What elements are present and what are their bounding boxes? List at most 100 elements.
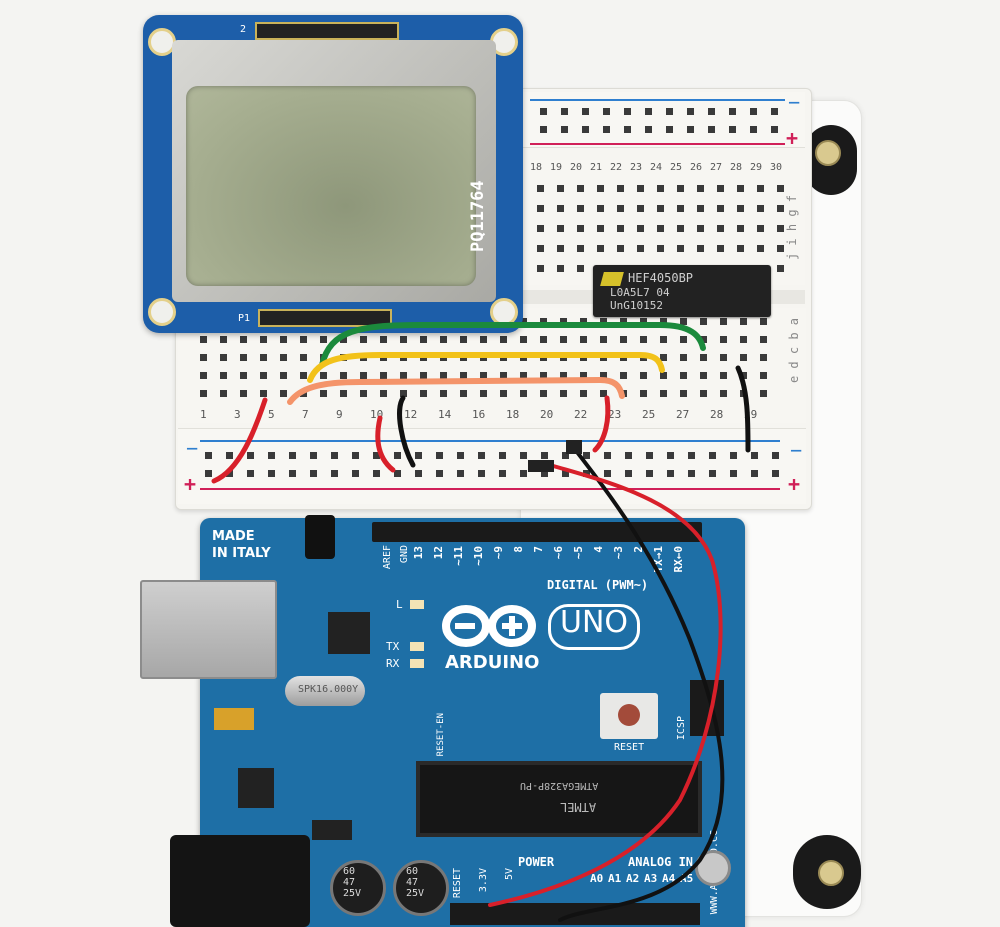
led-l <box>410 600 424 609</box>
breadboard-hole <box>289 470 296 477</box>
breadboard-hole <box>624 126 631 133</box>
breadboard-hole <box>751 452 758 459</box>
breadboard-hole <box>582 108 589 115</box>
red-short-wire-1 <box>211 397 268 484</box>
breadboard-hole <box>460 336 467 343</box>
breadboard-hole <box>597 205 604 212</box>
lcd-glass <box>186 86 476 286</box>
pushbutton-black <box>305 515 335 559</box>
yellow-wire <box>307 352 665 383</box>
breadboard-hole <box>580 390 587 397</box>
breadboard-hole <box>560 372 567 379</box>
column-number: 1 <box>200 408 207 421</box>
analog-in-label: ANALOG IN <box>628 855 694 869</box>
crystal-label: SPK16.000Y <box>298 684 359 695</box>
breadboard-hole <box>415 452 422 459</box>
breadboard-hole <box>520 470 527 477</box>
rail-line-red-top <box>530 143 785 145</box>
breadboard-hole <box>537 205 544 212</box>
breadboard-hole <box>737 225 744 232</box>
breadboard-hole <box>645 126 652 133</box>
breadboard-hole <box>646 470 653 477</box>
breadboard-hole <box>373 452 380 459</box>
breadboard-hole <box>640 336 647 343</box>
breadboard-hole <box>729 108 736 115</box>
breadboard-hole <box>577 225 584 232</box>
breadboard-hole <box>660 354 667 361</box>
breadboard-hole <box>457 470 464 477</box>
rail-minus-top-label: − <box>788 90 801 114</box>
breadboard-hole <box>557 225 564 232</box>
chip-line-1: HEF4050BP <box>628 271 694 285</box>
breadboard-hole <box>697 245 704 252</box>
breadboard-hole <box>720 336 727 343</box>
reset-button-cap[interactable] <box>618 704 640 726</box>
breadboard-hole <box>560 318 567 325</box>
breadboard-hole <box>597 245 604 252</box>
breadboard-hole <box>577 265 584 272</box>
voltage-regulator <box>238 768 274 808</box>
breadboard-hole <box>697 205 704 212</box>
column-number: 28 <box>730 162 743 173</box>
breadboard-hole <box>640 372 647 379</box>
green-wire <box>319 322 706 368</box>
column-number: 27 <box>676 408 690 421</box>
breadboard-hole <box>688 470 695 477</box>
breadboard-hole <box>200 336 207 343</box>
made-in-italy-label: MADE IN ITALY <box>212 529 271 561</box>
breadboard-hole <box>220 354 227 361</box>
breadboard-hole <box>268 470 275 477</box>
power-label: POWER <box>518 855 555 869</box>
breadboard-hole <box>637 185 644 192</box>
analog-pin-label: A0 <box>590 872 604 885</box>
breadboard-hole <box>604 470 611 477</box>
column-number: 3 <box>234 408 241 421</box>
breadboard-hole <box>600 336 607 343</box>
breadboard-hole <box>260 336 267 343</box>
breadboard-hole <box>751 470 758 477</box>
breadboard-hole <box>750 108 757 115</box>
lcd-bottom-header <box>258 309 392 327</box>
breadboard-hole <box>740 318 747 325</box>
breadboard-hole <box>499 470 506 477</box>
lcd-header-label-bottom: P1 <box>238 313 251 324</box>
breadboard-hole <box>772 470 779 477</box>
breadboard-hole <box>777 265 784 272</box>
breadboard-hole <box>240 390 247 397</box>
breadboard-hole <box>380 372 387 379</box>
red-jumper-wire <box>488 463 723 907</box>
breadboard-hole <box>537 225 544 232</box>
breadboard-hole <box>583 470 590 477</box>
breadboard-hole <box>220 372 227 379</box>
breadboard-hole <box>540 126 547 133</box>
breadboard-hole <box>520 390 527 397</box>
column-number: 23 <box>630 162 643 173</box>
column-number: 12 <box>404 408 418 421</box>
breadboard-hole <box>289 452 296 459</box>
column-number: 26 <box>690 162 703 173</box>
analog-pin-label: A4 <box>662 872 676 885</box>
breadboard-hole <box>220 336 227 343</box>
breadboard-hole <box>420 372 427 379</box>
breadboard-hole <box>677 225 684 232</box>
breadboard-hole <box>340 336 347 343</box>
breadboard-hole <box>240 336 247 343</box>
breadboard-hole <box>657 185 664 192</box>
led-rx <box>410 659 424 668</box>
breadboard-hole <box>757 185 764 192</box>
breadboard-hole <box>582 126 589 133</box>
column-number: 27 <box>710 162 723 173</box>
analog-pin-label: A2 <box>626 872 640 885</box>
breadboard-hole <box>620 336 627 343</box>
breadboard-hole <box>597 225 604 232</box>
breadboard-hole <box>268 452 275 459</box>
breadboard-hole <box>352 470 359 477</box>
breadboard-hole <box>777 225 784 232</box>
breadboard-hole <box>637 245 644 252</box>
breadboard-hole <box>687 126 694 133</box>
breadboard-hole <box>260 372 267 379</box>
black-jumper-end <box>566 440 582 454</box>
breadboard-hole <box>557 245 564 252</box>
breadboard-hole <box>280 372 287 379</box>
breadboard-hole <box>750 126 757 133</box>
